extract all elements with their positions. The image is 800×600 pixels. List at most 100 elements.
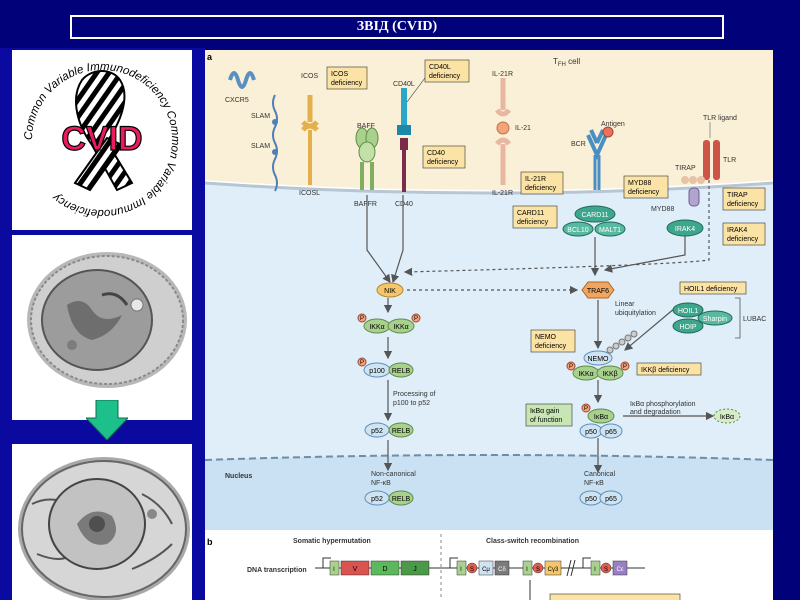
- ikba-degraded-label: IκBα: [720, 414, 734, 421]
- card11-label: CARD11: [581, 212, 608, 219]
- bcl10-node: [562, 221, 594, 237]
- nemo-label: NEMO: [588, 356, 610, 363]
- p65-label-2: p65: [605, 496, 617, 503]
- icos-deficiency-line2: deficiency: [331, 80, 363, 87]
- seg-i-2: I: [460, 567, 462, 573]
- cd40-deficiency-line2: deficiency: [427, 159, 459, 166]
- logo-center-text: CVID: [61, 120, 142, 158]
- cxcr5-receptor-icon: [228, 71, 256, 89]
- sharpin-node: [697, 310, 733, 326]
- baff-label: BAFF: [357, 123, 375, 130]
- tlr-ligand-label: TLR ligand: [703, 115, 737, 122]
- antigen-label: Antigen: [601, 121, 625, 128]
- ikkb-label: IKKβ: [602, 371, 617, 378]
- noncanonical-line2: NF-κB: [371, 480, 391, 487]
- dna-segments: [322, 557, 628, 577]
- ikba-phos-line2: and degradation: [630, 409, 681, 416]
- myd88-adaptor-icon: [688, 187, 700, 207]
- slide-title: ЗВІД (CVID): [70, 15, 724, 39]
- seg-ce: Cε: [616, 567, 623, 573]
- p52-label-2: p52: [371, 496, 383, 503]
- seg-i-1: I: [333, 567, 335, 573]
- slam-label-1: SLAM: [251, 113, 270, 120]
- p50-label-1: p50: [585, 429, 597, 436]
- dna-tx-label: DNA transcription: [247, 567, 307, 574]
- seg-v: V: [353, 566, 358, 573]
- ikka-label-2: IKKα: [393, 324, 408, 331]
- relb-label-2: RELB: [392, 428, 411, 435]
- slam-label-2: SLAM: [251, 143, 270, 150]
- relb-label-1: RELB: [392, 368, 411, 375]
- il21r-top-label: IL-21R: [492, 71, 513, 78]
- ikka-node-2: [387, 318, 415, 334]
- cd40l-cd40-receptor-icon: [397, 88, 411, 192]
- tfh-cell-label: TFH cell: [553, 57, 580, 68]
- ikka-label-3: IKKα: [578, 371, 593, 378]
- tirap-label: TIRAP: [675, 165, 696, 172]
- cd40l-deficiency-line1: CD40L: [429, 64, 451, 71]
- seg-i-3: I: [526, 567, 528, 573]
- cell-micrograph-after: [12, 444, 192, 600]
- il21r-deficiency-line2: deficiency: [525, 185, 557, 192]
- ikka-label-1: IKKα: [369, 324, 384, 331]
- il21-label: IL-21: [515, 125, 531, 132]
- transition-arrow-icon: [84, 399, 130, 445]
- bcr-receptor-icon: [586, 126, 614, 190]
- p65-label-1: p65: [605, 429, 617, 436]
- bcl10-label: BCL10: [567, 227, 589, 234]
- linear-ubi-line1: Linear: [615, 301, 635, 308]
- traf6-node: [581, 281, 615, 299]
- seg-cg3: Cγ3: [548, 567, 559, 573]
- nemo-deficiency-line1: NEMO: [535, 334, 557, 341]
- ikkb-deficiency-label: IKKβ deficiency: [641, 367, 690, 374]
- tlr-label: TLR: [723, 157, 736, 164]
- p65-node-1: [599, 423, 623, 439]
- card11-deficiency-line2: deficiency: [517, 219, 549, 226]
- baff-ligand-icon: [355, 127, 379, 190]
- tirap-deficiency-line1: TIRAP: [727, 192, 748, 199]
- card11-deficiency-box: [512, 205, 558, 229]
- cd40-deficiency-line1: CD40: [427, 150, 445, 157]
- malt1-node: [594, 221, 626, 237]
- tirap-deficiency-line2: deficiency: [727, 201, 759, 208]
- malt1-label: MALT1: [599, 227, 621, 234]
- hoil1-node: [672, 302, 704, 318]
- tlr-receptor-icon: [703, 122, 720, 180]
- p-label-5: P: [623, 364, 627, 370]
- irak4-deficiency-line1: IRAK4: [727, 227, 747, 234]
- ikkb-deficiency-box: [636, 362, 702, 376]
- p65-node-2: [599, 490, 623, 506]
- p-label-3: P: [360, 360, 364, 366]
- seg-s-2: S: [536, 567, 540, 573]
- p-label-6: P: [584, 406, 588, 412]
- relb-node-3: [388, 490, 414, 506]
- seg-cmu: Cμ: [482, 567, 490, 573]
- nucleus-label: Nucleus: [225, 473, 252, 480]
- ikba-label: IκBα: [594, 414, 608, 421]
- panel-b-label: b: [207, 537, 213, 547]
- card11-node: [574, 205, 616, 223]
- processing-line1: Processing of: [393, 391, 435, 398]
- irak4-label: IRAK4: [675, 226, 695, 233]
- signal-arrows: [366, 180, 715, 474]
- zebra-ribbon-icon: [73, 70, 134, 192]
- somatic-label: Somatic hypermutation: [293, 538, 371, 545]
- hoil1-label: HOIL1: [678, 308, 698, 315]
- processing-line2: p100 to p52: [393, 400, 430, 407]
- myd88-deficiency-line1: MYD88: [628, 180, 651, 187]
- cd40-label: CD40: [395, 201, 413, 208]
- ikkb-node: [596, 365, 624, 381]
- hoip-label: HOIP: [679, 324, 696, 331]
- slam-receptor-icon: [272, 94, 278, 192]
- cell-micrograph-before: [12, 235, 192, 420]
- p50-label-2: p50: [585, 496, 597, 503]
- p100-label: p100: [369, 368, 385, 375]
- ubiquitin-chain-icon: [606, 330, 638, 354]
- seg-d: D: [382, 566, 387, 573]
- seg-j: J: [413, 566, 417, 573]
- ikba-gain-line2: of function: [530, 417, 562, 424]
- cd40l-deficiency-box: [424, 59, 470, 83]
- myd88-label: MYD88: [651, 206, 674, 213]
- cd40l-deficiency-line2: deficiency: [429, 73, 461, 80]
- relb-node-2: [388, 422, 414, 438]
